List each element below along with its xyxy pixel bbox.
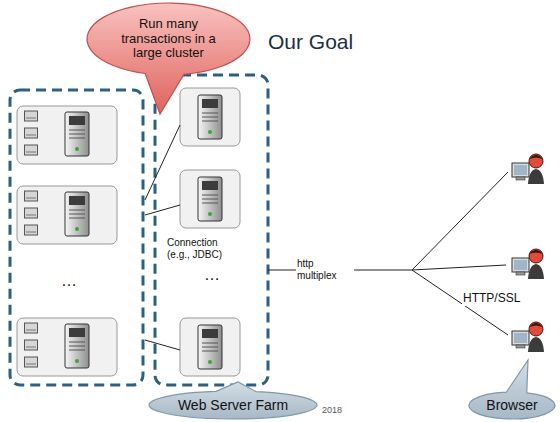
- bubble-shape: [149, 382, 317, 419]
- machine-box: [17, 186, 117, 244]
- ellipsis: …: [203, 266, 221, 284]
- connection-line: [145, 125, 180, 200]
- date-label: 2018: [321, 405, 343, 415]
- machine-box: [180, 88, 240, 146]
- server-icon: [65, 192, 89, 236]
- slide-title: Our Goal: [268, 30, 353, 54]
- disk-icon: [25, 128, 38, 138]
- bubble-shape: [87, 3, 250, 114]
- callout-text: Browser: [486, 397, 537, 413]
- cluster-machine: [17, 318, 117, 376]
- machine-box: [180, 318, 240, 376]
- connection-label: Connection (e.g., JDBC): [166, 237, 232, 260]
- ellipsis: …: [60, 272, 78, 290]
- disk-icon: [25, 340, 38, 350]
- disk-icon: [25, 145, 38, 155]
- disk-icon: [25, 111, 38, 121]
- disk-icon: [25, 323, 38, 333]
- server-icon: [198, 95, 222, 139]
- server-icon: [65, 112, 89, 156]
- callout-bubble: Browser: [468, 391, 556, 420]
- farm-outline: [155, 75, 268, 385]
- user-icon: [512, 154, 544, 184]
- connection-line: [145, 205, 180, 215]
- web-server: [180, 170, 240, 228]
- callout-bubble: Run many transactions in a large cluster: [86, 2, 251, 76]
- callout-bubble: Web Server Farm: [148, 390, 318, 420]
- disk-icon: [25, 208, 38, 218]
- disk-icon: [25, 225, 38, 235]
- http-line: [412, 265, 506, 270]
- machine-box: [17, 106, 117, 164]
- machine-box: [17, 318, 117, 376]
- web-server: [180, 88, 240, 146]
- connection-line: [145, 340, 180, 350]
- cluster-outline: [10, 90, 143, 385]
- bubble-shape: [469, 360, 555, 419]
- server-icon: [198, 177, 222, 221]
- cluster-machine: [17, 106, 117, 164]
- protocol-label: http multiplex: [296, 258, 354, 281]
- disk-icon: [25, 357, 38, 367]
- http-line: [412, 172, 508, 270]
- user-icon: [512, 322, 544, 352]
- disk-icon: [25, 191, 38, 201]
- machine-box: [180, 170, 240, 228]
- callout-text: Run many transactions in a large cluster: [109, 17, 228, 62]
- server-icon: [198, 325, 222, 369]
- callout-text: Web Server Farm: [178, 397, 288, 413]
- cluster-machine: [17, 186, 117, 244]
- web-server: [180, 318, 240, 376]
- server-icon: [65, 324, 89, 368]
- user-icon: [512, 249, 544, 279]
- protocol-label: HTTP/SSL: [462, 292, 521, 306]
